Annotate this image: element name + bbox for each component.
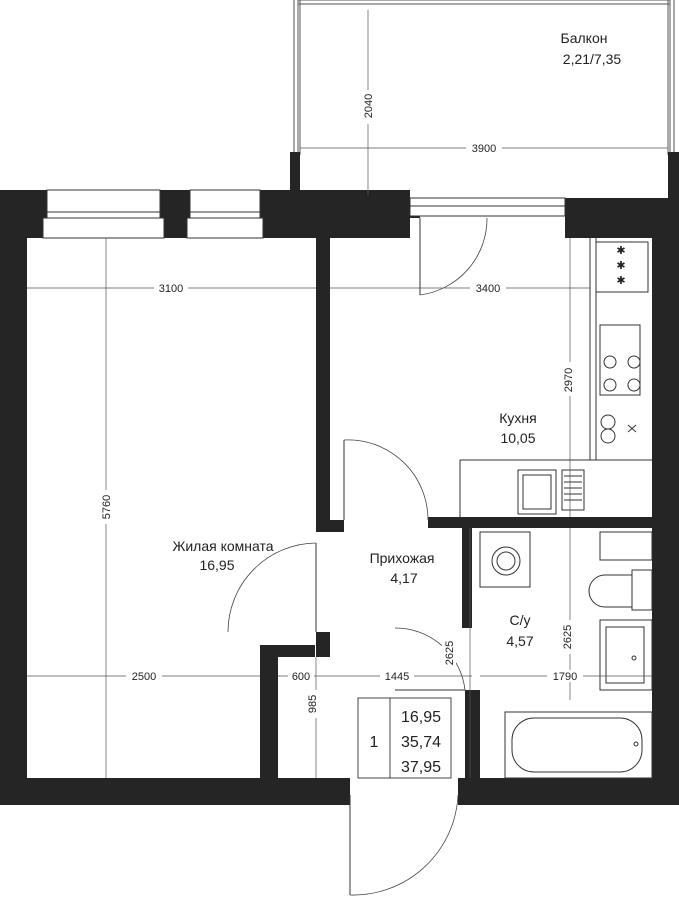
door-icon [419, 217, 488, 296]
dim-hallway-width: 1445 [385, 671, 409, 683]
area-summary-table: 1 16,95 35,74 37,95 [357, 697, 452, 779]
dim-kitchen-depth: 2970 [563, 368, 575, 392]
bathtub-icon [504, 711, 653, 779]
balcony [290, 0, 679, 201]
svg-text:✱: ✱ [616, 275, 625, 287]
hallway-name: Прихожая [370, 550, 435, 566]
kitchen-name: Кухня [499, 410, 536, 426]
dim-living-width: 3100 [159, 283, 183, 295]
door-icon [227, 542, 317, 633]
dim-bath-width: 1790 [553, 671, 577, 683]
dim-bath-depth: 2625 [562, 625, 574, 649]
dim-living-length: 5760 [101, 495, 113, 519]
door-icon [394, 627, 466, 691]
bathroom-name: С/у [510, 612, 531, 628]
svg-text:✱: ✱ [616, 245, 625, 257]
door-icon [343, 439, 429, 521]
balcony-name: Балкон [561, 30, 608, 46]
dim-niche-depth: 985 [307, 695, 319, 713]
sink-icon [599, 619, 653, 691]
dim-balcony-width: 3900 [472, 143, 496, 155]
walls [0, 190, 679, 805]
living-name: Жилая комната [172, 538, 273, 554]
doors [227, 217, 488, 896]
kitchen-area: 10,05 [500, 430, 535, 446]
window-icon [186, 189, 264, 239]
dim-living-lower-width: 2500 [132, 671, 156, 683]
living-area: 16,95 [199, 557, 234, 573]
hallway-area: 4,17 [390, 570, 417, 586]
bathroom-fixtures [479, 531, 653, 779]
door-icon [349, 794, 459, 896]
dim-hallway-depth: 2625 [444, 641, 456, 665]
windows [42, 189, 566, 239]
balcony-area: 2,21/7,35 [563, 51, 622, 67]
washing-machine-icon [479, 531, 531, 588]
summary-total-area: 35,74 [401, 734, 441, 751]
kitchen-fixtures: ✱ ✱ ✱ [459, 238, 652, 517]
bathroom-area: 4,57 [506, 633, 533, 649]
dimension-labels: 2040 3900 3100 3400 5760 2970 2500 600 1… [100, 90, 583, 718]
window-icon [409, 197, 566, 217]
summary-living-area: 16,95 [401, 709, 441, 726]
dim-niche-width: 600 [292, 671, 310, 683]
room-labels: Балкон 2,21/7,35 Кухня 10,05 Жилая комна… [172, 30, 621, 649]
toilet-icon [588, 531, 653, 611]
window-icon [42, 189, 165, 239]
summary-rooms-count: 1 [370, 734, 379, 751]
sink-icon [517, 414, 637, 515]
dim-kitchen-width: 3400 [476, 283, 500, 295]
summary-total-with-balcony: 37,95 [401, 759, 441, 776]
dim-balcony-depth: 2040 [363, 94, 375, 118]
svg-text:✱: ✱ [616, 260, 625, 272]
stove-icon: ✱ ✱ ✱ [595, 241, 649, 396]
